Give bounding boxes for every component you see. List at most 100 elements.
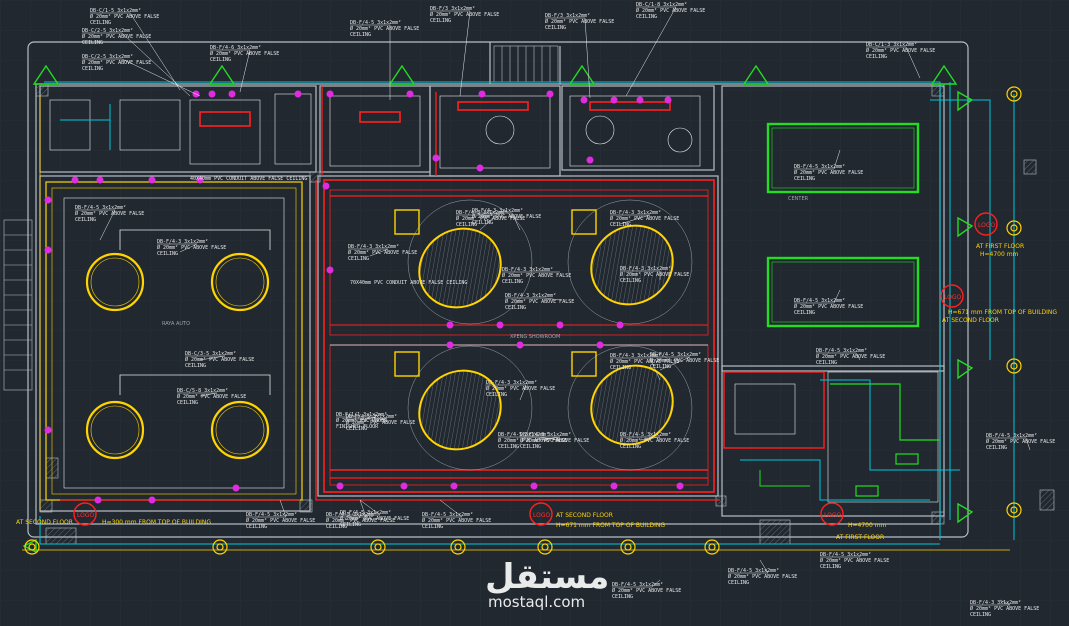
callout-cable-spec: CEILING bbox=[348, 256, 369, 262]
callout-cable-spec: Ø 20mm² PVC ABOVE FALSE bbox=[348, 249, 417, 256]
level-note: AT SECOND FLOOR bbox=[556, 512, 613, 519]
callout-leader-line bbox=[986, 437, 1031, 451]
callout-circuit-ref: DB-F/4-3 3x1x2mm² bbox=[970, 600, 1021, 606]
callout-cable-spec: Ø 20mm² PVC ABOVE FALSE bbox=[498, 437, 567, 444]
callout-circuit-ref: DB-F/4-3 3x1x2mm² bbox=[520, 432, 571, 438]
callout-circuit-ref: DB-F/4-5 3x1x2mm² bbox=[498, 432, 549, 438]
callout-leader-line bbox=[612, 579, 661, 588]
callout-circuit-ref: DB-C/2-5 3x1x2mm² bbox=[82, 28, 133, 34]
callout-cable-spec: CEILING bbox=[486, 392, 507, 398]
callout-circuit-ref: DB-F/4-3 3x1x2mm² bbox=[610, 353, 661, 359]
callout-leader-line bbox=[620, 436, 661, 441]
cyan-circuit-runs bbox=[39, 81, 1015, 545]
callout-cable-spec: Ø 20mm² PVC ABOVE FALSE bbox=[970, 605, 1039, 612]
callout-leader-line bbox=[430, 10, 471, 97]
callout-circuit-ref: DB-F/4-3 3x1x2mm² bbox=[610, 210, 661, 216]
callout-circuit-ref: DB-F/4-5 3x1x2mm² bbox=[612, 582, 663, 588]
callout-cable-spec: Ø 20mm² PVC ABOVE FALSE bbox=[422, 517, 491, 524]
callout-leader-line bbox=[348, 248, 389, 257]
callout-leader-line bbox=[350, 24, 391, 100]
callout-leader-line bbox=[610, 357, 661, 381]
callout-cable-spec: CEILING bbox=[82, 40, 103, 46]
level-note: H=300 mm FROM TOP OF BUILDING bbox=[102, 519, 211, 526]
callout-cable-spec: CEILING bbox=[326, 524, 347, 530]
room-name-raya-auto: RAYA AUTO bbox=[162, 321, 190, 327]
callout-cable-spec: Ø 20mm² PVC ABOVE FALSE bbox=[820, 557, 889, 564]
callout-leader-line bbox=[816, 352, 861, 361]
callout-cable-spec: FINISHED FLOOR bbox=[336, 424, 379, 430]
callout-cable-spec: CEILING bbox=[472, 220, 493, 226]
callout-cable-spec: CEILING bbox=[502, 279, 523, 285]
callout-cable-spec: CEILING bbox=[75, 217, 96, 223]
callout-circuit-ref: DB-F/4-5 3x1x2mm² bbox=[650, 352, 701, 358]
callout-cable-spec: CEILING bbox=[177, 400, 198, 406]
callout-cable-spec: Ø 20mm² PVC ABOVE FALSE bbox=[650, 357, 719, 364]
callout-leader-line bbox=[177, 392, 218, 397]
callout-leader-line bbox=[422, 499, 463, 518]
callout-cable-spec: Ø 20mm² PVC ABOVE FALSE bbox=[210, 50, 279, 57]
watermark-latin: mostaql.com bbox=[488, 593, 585, 611]
callout-leader-line bbox=[794, 149, 841, 170]
callout-cable-spec: Ø 20mm² PVC ABOVE FALSE bbox=[620, 271, 689, 278]
callout-leader-line bbox=[610, 214, 651, 225]
callout-leader-line bbox=[185, 355, 226, 361]
level-note: H=671 mm FROM TOP OF BUILDING bbox=[948, 309, 1057, 316]
callout-cable-spec: Ø 20mm² PVC ABOVE FALSE bbox=[346, 419, 415, 426]
top-offices bbox=[49, 93, 701, 169]
callout-leader-line bbox=[820, 556, 861, 558]
callout-circuit-ref: DB-C/2-5 3x1x2mm² bbox=[82, 54, 133, 60]
logo-label: LOGO bbox=[77, 512, 95, 519]
callout-circuit-ref: DB-F/4-3 3x1x2mm² bbox=[348, 244, 399, 250]
callout-cable-spec: CEILING bbox=[986, 445, 1007, 451]
callout-leader-line bbox=[472, 212, 521, 231]
room-name-center: CENTER bbox=[788, 196, 809, 202]
logo-label: LOGO bbox=[533, 512, 551, 519]
callout-cable-spec: Ø 20mm² PVC ABOVE FALSE bbox=[502, 272, 571, 279]
callout-cable-spec: CEILING bbox=[820, 564, 841, 570]
callout-circuit-ref: DB-F/4-5 3x1x2mm² bbox=[794, 298, 845, 304]
callout-cable-spec: Ø 20mm² PVC ABOVE FALSE bbox=[157, 244, 226, 251]
callout-cable-spec: CEILING bbox=[157, 251, 178, 257]
callout-circuit-ref: DB-F/4-3 3x1x2mm² bbox=[620, 266, 671, 272]
watermark-arabic: مستقل bbox=[485, 557, 609, 597]
callout-leader-line bbox=[82, 58, 201, 97]
wall-columns bbox=[35, 83, 1055, 545]
callout-circuit-ref: DB-F/1/1 3x1x2mm² bbox=[336, 412, 387, 418]
callout-cable-spec: CEILING bbox=[866, 54, 887, 60]
callout-cable-spec: CEILING bbox=[82, 66, 103, 72]
callout-cable-spec: CEILING bbox=[430, 18, 451, 24]
callout-cable-spec: Ø 20mm² PVC ABOVE FALSE bbox=[728, 573, 797, 580]
stair-left bbox=[3, 219, 33, 391]
callout-circuit-ref: DB-F/4-3 3x1x2mm² bbox=[472, 208, 523, 214]
callout-cable-spec: Ø 20mm² PVC ABOVE FALSE bbox=[326, 517, 395, 524]
callout-cable-spec: CEILING bbox=[610, 365, 631, 371]
callout-cable-spec: Ø 20mm² PVC ABOVE FALSE bbox=[177, 393, 246, 400]
callout-cable-spec: Ø 20mm² PVC ABOVE FALSE bbox=[472, 213, 541, 220]
xpeng-showroom: XPENG SHOWROOM bbox=[323, 179, 715, 493]
callout-cable-spec: Ø 20mm² PVC ABOVE FALSE bbox=[430, 11, 499, 18]
callout-circuit-ref: DB-C/3-5 3x1x2mm² bbox=[185, 351, 236, 357]
callout-cable-spec: Ø 20mm² PVC ABOVE FALSE bbox=[794, 169, 863, 176]
callout-circuit-ref: DB-F/4-3 3x1x2mm² bbox=[486, 380, 537, 386]
callout-circuit-ref: DB-F/4-5 3x1x2mm² bbox=[350, 20, 401, 26]
callout-cable-spec: Ø 20mm² PVC ABOVE FALSE bbox=[545, 18, 614, 25]
callout-leader-line bbox=[620, 270, 661, 280]
up-arrow-triangles bbox=[22, 64, 974, 554]
callout-cable-spec: CEILING bbox=[650, 364, 671, 370]
logo-label: LOGO bbox=[824, 512, 842, 519]
